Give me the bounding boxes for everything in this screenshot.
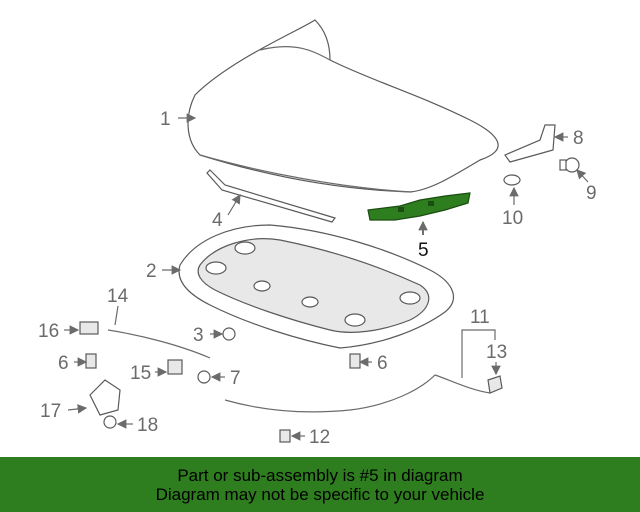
- callout-2: 2: [146, 261, 157, 282]
- hood-inner-panel: [178, 224, 454, 349]
- callout-labels: 1 2 3 4 5 6 6 7 8 9 10 11 12 13 14 15 16…: [38, 109, 597, 448]
- release-cable: [224, 374, 491, 413]
- hood-hinge: [504, 124, 556, 163]
- callout-18: 18: [137, 415, 158, 436]
- leader-lines: [64, 113, 589, 441]
- callout-4: 4: [212, 210, 223, 231]
- small-hardware: [79, 321, 503, 443]
- banner-line-2: Diagram may not be specific to your vehi…: [155, 484, 485, 504]
- callout-1: 1: [160, 109, 171, 130]
- callout-3: 3: [193, 325, 204, 346]
- banner-line-1: Part or sub-assembly is #5 in diagram: [177, 465, 463, 485]
- info-banner: Part or sub-assembly is #5 in diagram Di…: [0, 457, 640, 512]
- callout-7: 7: [230, 368, 241, 389]
- callout-16: 16: [38, 321, 59, 342]
- callout-12: 12: [309, 427, 330, 448]
- callout-15: 15: [130, 363, 151, 384]
- callout-11: 11: [470, 307, 490, 328]
- bumper-clip: [503, 174, 521, 186]
- callout-9: 9: [586, 183, 597, 204]
- prop-rod: [107, 329, 211, 359]
- hood-panel: [187, 19, 499, 193]
- callout-10: 10: [502, 208, 523, 229]
- callout-13: 13: [486, 342, 507, 363]
- highlighted-part-5: [367, 192, 471, 221]
- callout-5: 5: [418, 240, 429, 261]
- callout-17: 17: [40, 401, 61, 422]
- callout-14: 14: [107, 286, 129, 307]
- hood-seal-strip: [206, 169, 336, 223]
- callout-6a: 6: [58, 353, 69, 374]
- callout-6b: 6: [377, 353, 388, 374]
- hinge-bolt: [559, 157, 580, 173]
- callout-8: 8: [573, 128, 584, 149]
- parts-diagram: 1 2 3 4 5 6 6 7 8 9 10 11 12 13 14 15 16…: [38, 19, 597, 448]
